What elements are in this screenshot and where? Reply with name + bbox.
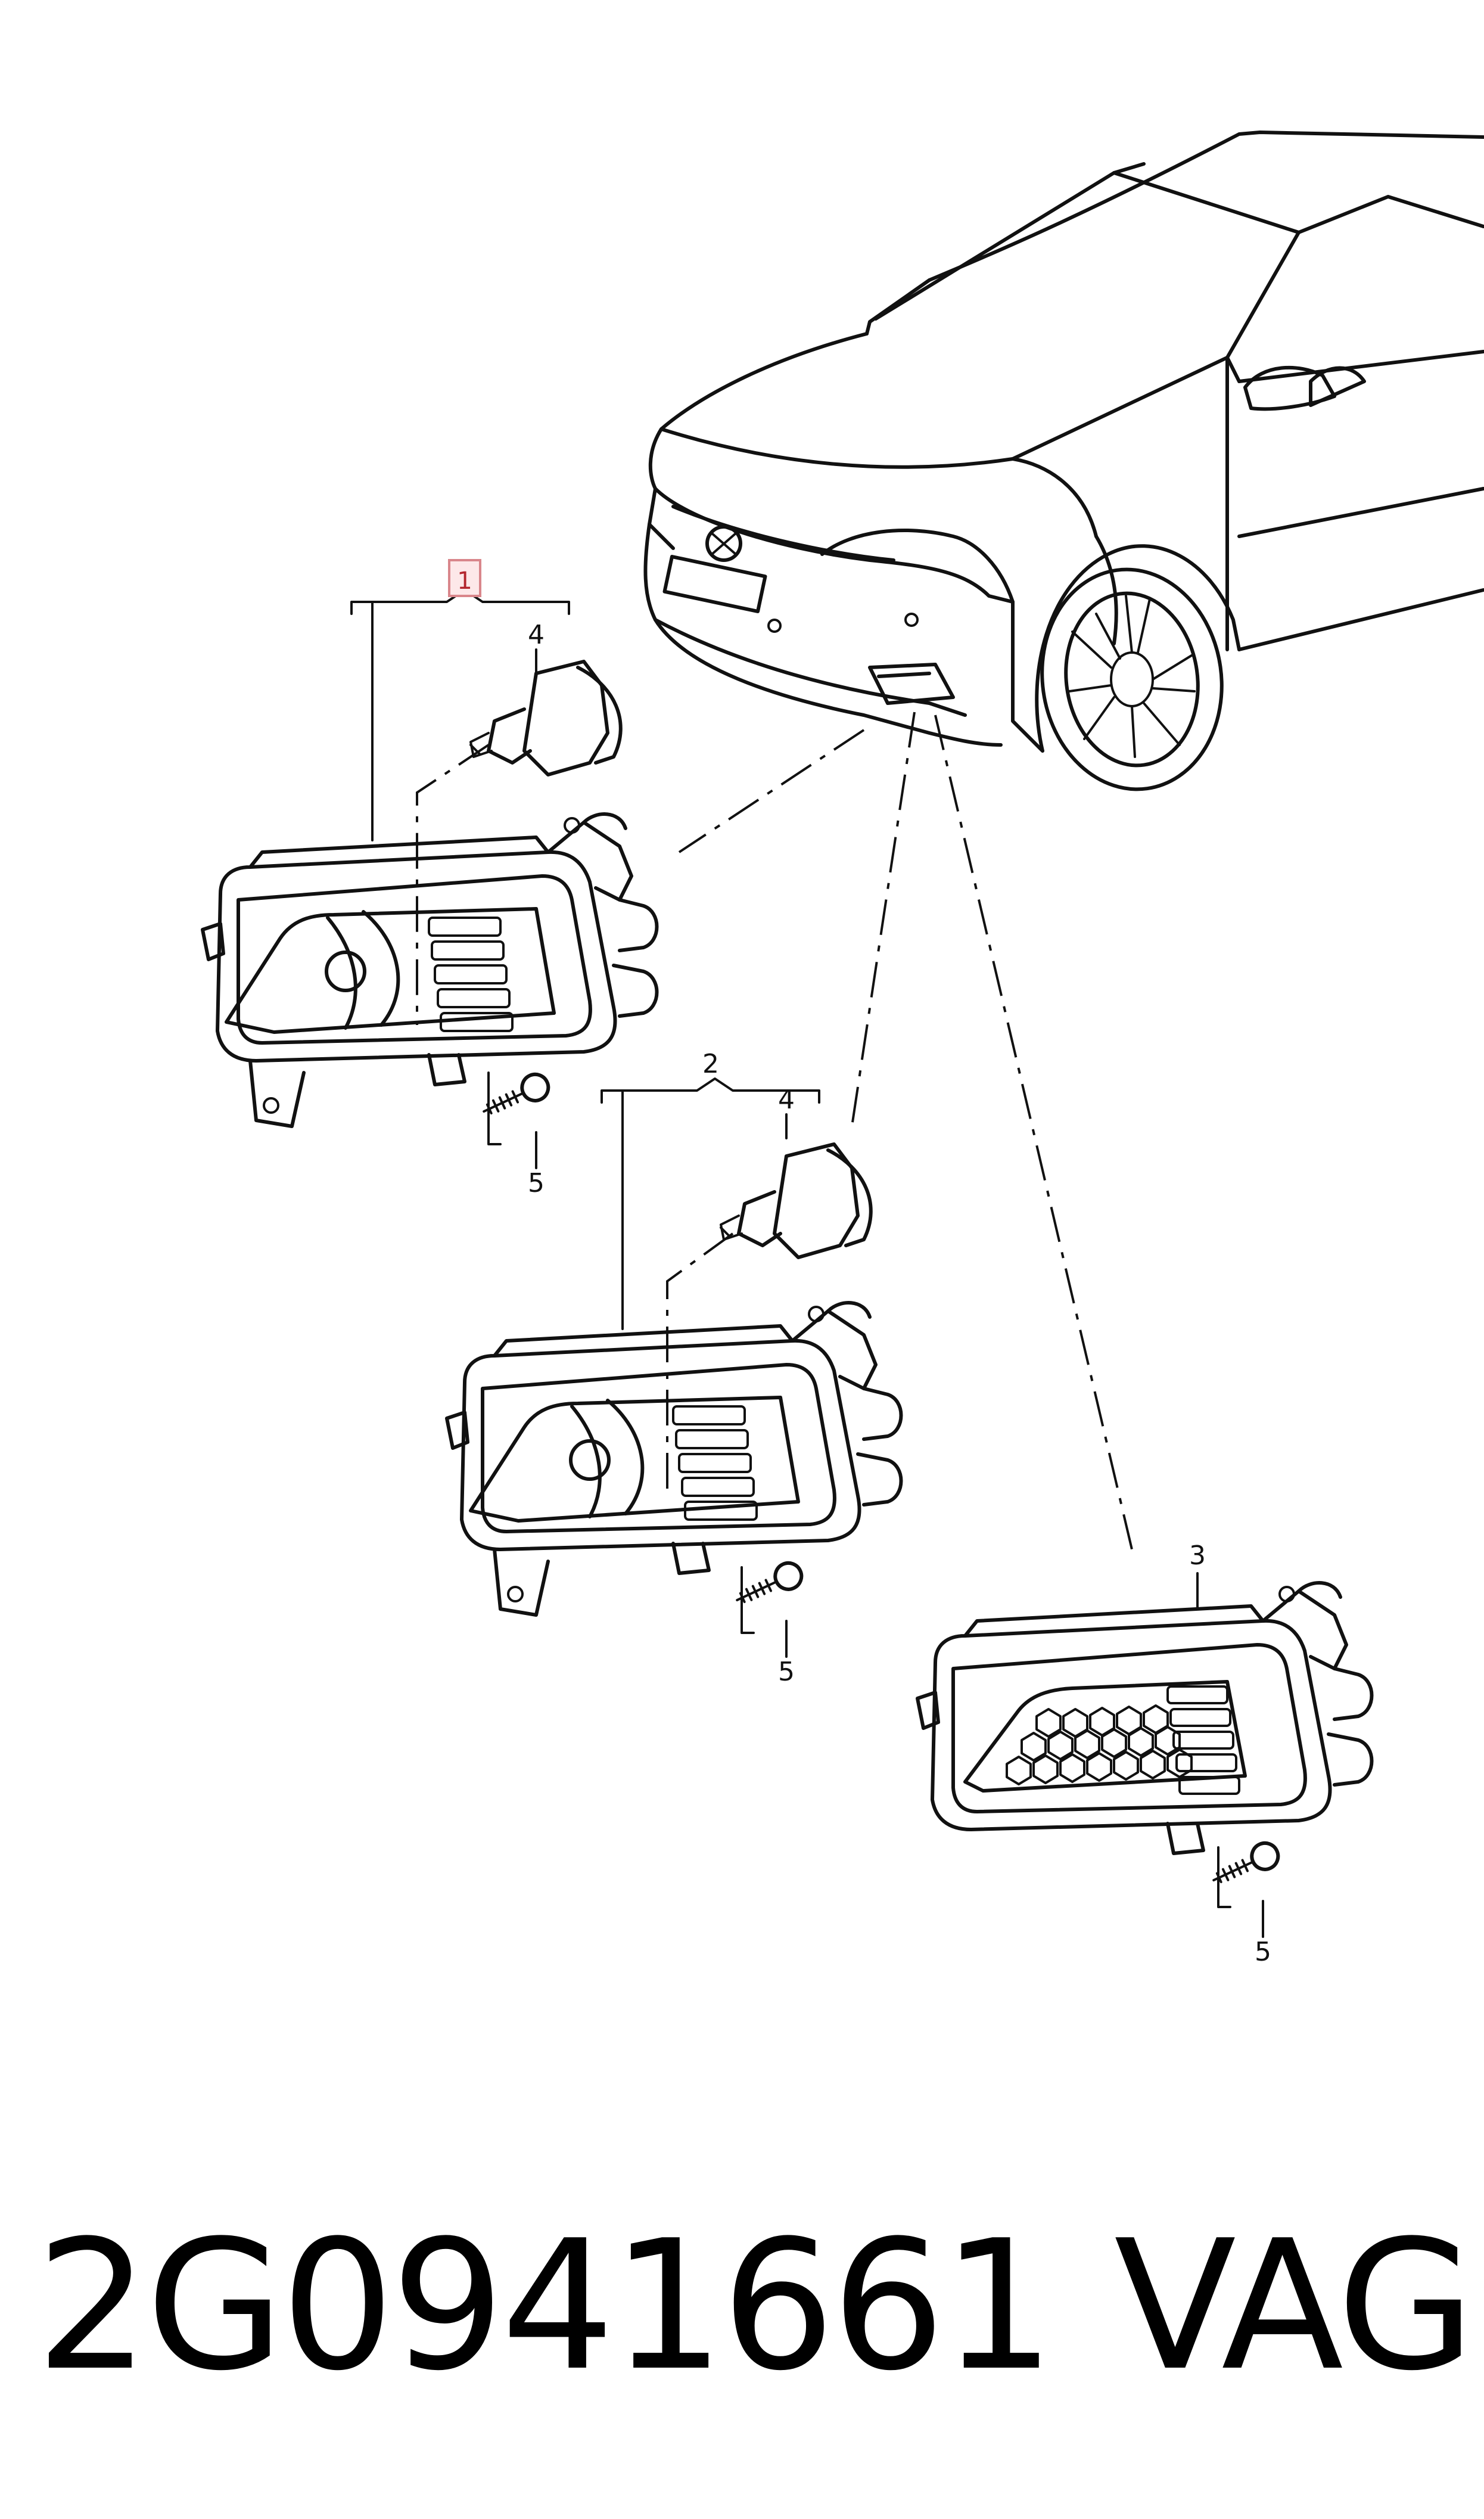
led-strip-3 (1166, 1685, 1240, 1795)
fog-lamp-1 (201, 812, 659, 1128)
leader-lines (350, 589, 1264, 1938)
callout-4-lower: 4 (778, 1085, 795, 1115)
led-strip-1 (428, 917, 514, 1032)
callout-3: 3 (1189, 1540, 1206, 1571)
honeycomb-pattern (1006, 1704, 1193, 1785)
callout-5-lower: 5 (1255, 1937, 1271, 1967)
screw-5-c (1212, 1841, 1280, 1884)
callout-5-middle: 5 (778, 1657, 795, 1687)
screw-5-a (483, 1072, 550, 1115)
fog-lamp-2 (445, 1301, 903, 1617)
part-number: 2G0941661 (36, 2202, 1055, 2410)
bulb-4-upper (469, 660, 623, 776)
led-strip-2 (672, 1405, 758, 1521)
honeycomb-grille-3 (916, 1581, 1374, 1855)
callout-4-upper: 4 (528, 620, 545, 650)
callout-2: 2 (702, 1049, 719, 1079)
callout-labels: 1 4 5 2 4 5 3 5 (448, 559, 1271, 1967)
callout-5-upper: 5 (528, 1168, 545, 1198)
car-illustration (643, 131, 1484, 791)
callout-1: 1 (457, 567, 472, 595)
bulb-4-lower (720, 1142, 873, 1259)
callout-1-highlight-box (448, 559, 481, 597)
screw-5-b (736, 1561, 804, 1604)
brand-name: VAG (1114, 2202, 1475, 2410)
